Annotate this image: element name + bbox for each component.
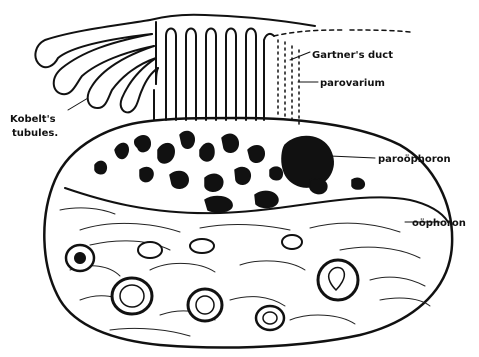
gartners-duct-label: Gartner's duct: [312, 50, 393, 61]
oophoron-label: oöphoron: [412, 218, 466, 229]
kobelts-tubules-label-line2: tubules.: [12, 128, 58, 139]
parovarium-tubules-drawing: [154, 22, 274, 120]
kobelts-tubules-label-line1: Kobelt's: [10, 114, 56, 125]
gartners-duct-drawing: [274, 30, 410, 124]
oophoron-stroma: [60, 208, 430, 336]
paroophoron-tubules: [95, 131, 364, 212]
paroophoron-label: paroöphoron: [378, 154, 451, 165]
parovarium-label: parovarium: [320, 78, 385, 89]
oophoron-follicles: [66, 235, 358, 330]
